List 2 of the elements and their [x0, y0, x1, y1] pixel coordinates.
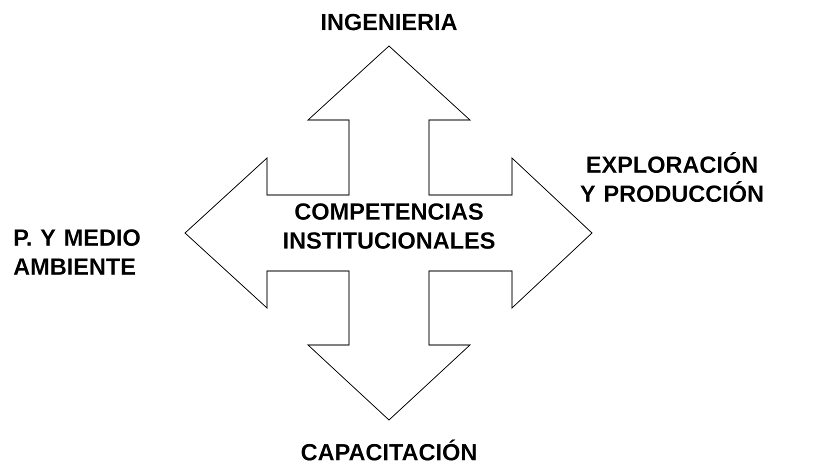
label-text: EXPLORACIÓN Y PRODUCCIÓN — [580, 152, 762, 202]
label-text: P. Y MEDIO AMBIENTE — [14, 229, 140, 275]
